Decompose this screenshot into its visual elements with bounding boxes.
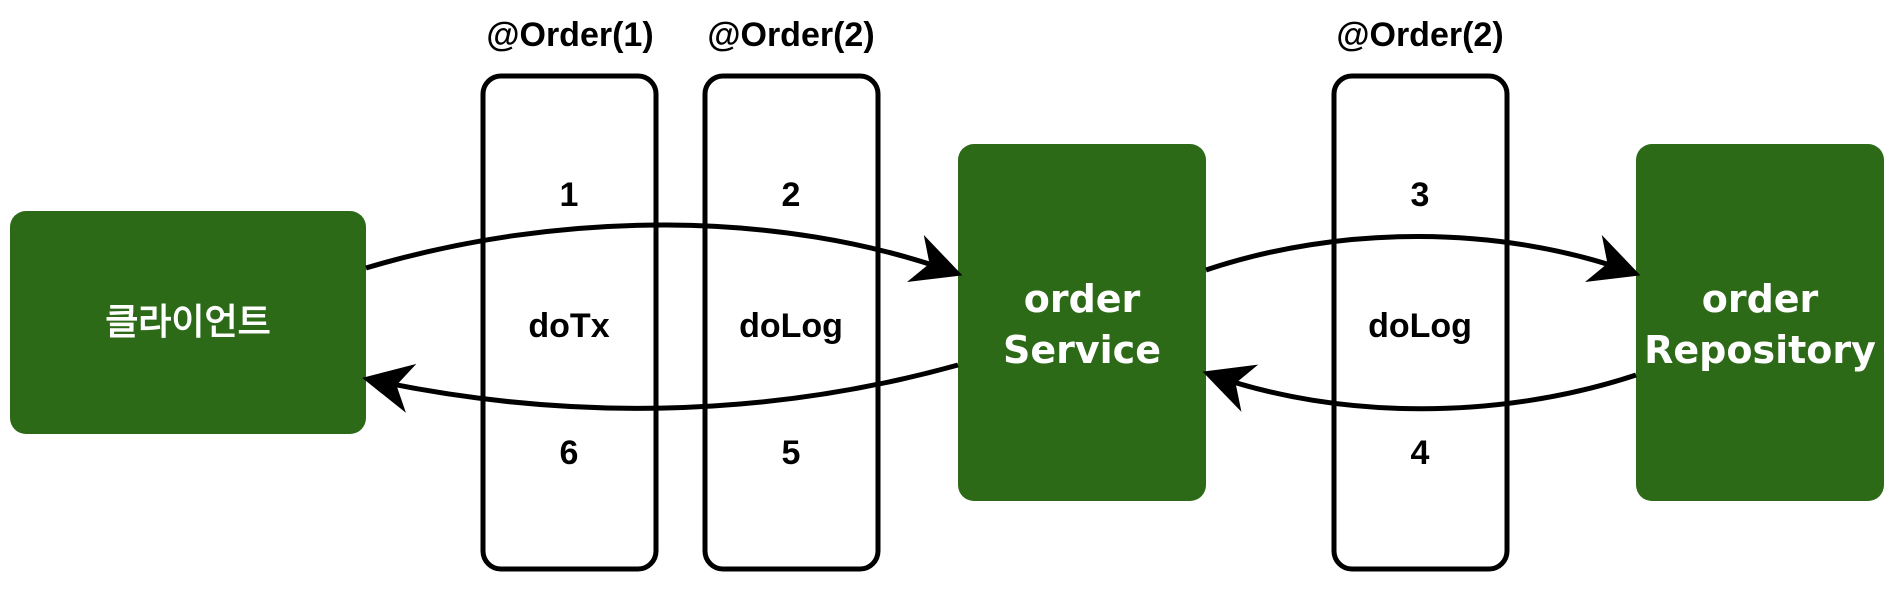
arrow-service-to-repository — [1205, 234, 1641, 283]
order-repository-node — [1636, 144, 1884, 501]
order-service-label-line1: order — [1024, 277, 1141, 321]
order-service-label-line2: Service — [1003, 328, 1161, 372]
arrow-client-to-service — [365, 222, 963, 283]
client-node — [10, 211, 366, 434]
step-number-6: 6 — [560, 434, 579, 472]
step-number-1: 1 — [560, 176, 579, 214]
aspect-name-dolog-2: doLog — [1368, 307, 1472, 345]
aspect-order-label-1: @Order(1) — [486, 16, 653, 54]
step-number-5: 5 — [782, 434, 801, 472]
step-number-2: 2 — [782, 176, 801, 214]
order-service-node — [958, 144, 1206, 501]
aspect-box-dotx — [480, 73, 659, 572]
aspect-name-dolog-1: doLog — [739, 307, 843, 345]
order-repository-label-line1: order — [1702, 277, 1819, 321]
aspect-name-dotx: doTx — [528, 307, 609, 345]
aspect-box-dolog-1 — [702, 73, 881, 572]
step-number-4: 4 — [1411, 434, 1430, 472]
arrow-repository-to-service — [1202, 364, 1637, 412]
aspect-order-label-3: @Order(2) — [1336, 16, 1503, 54]
step-number-3: 3 — [1411, 176, 1430, 214]
aspect-box-dolog-2 — [1331, 73, 1510, 572]
aspect-order-label-2: @Order(2) — [707, 16, 874, 54]
order-repository-label-line2: Repository — [1644, 328, 1876, 372]
client-label: 클라이언트 — [105, 302, 271, 343]
arrow-service-to-client — [362, 362, 959, 413]
